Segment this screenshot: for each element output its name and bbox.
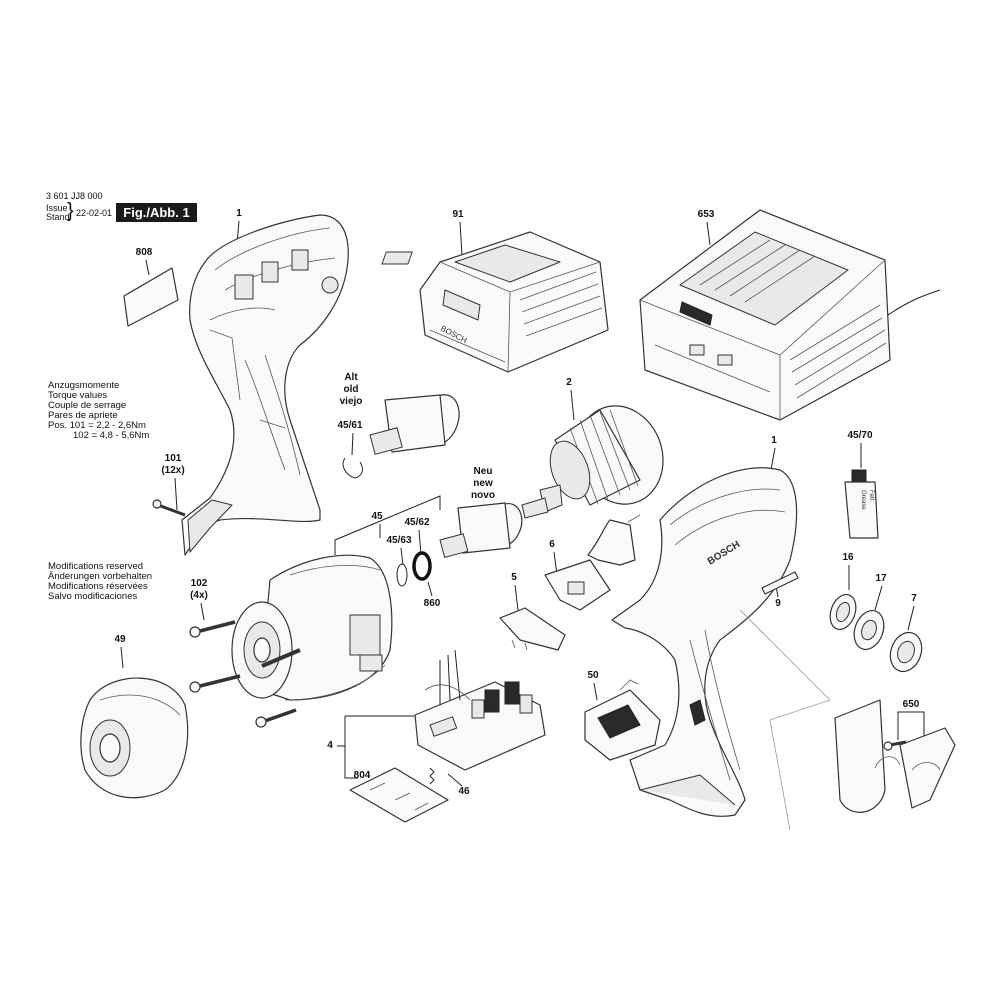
torque-title-fr: Couple de serrage [48, 400, 127, 411]
part-number: 3 601 JJ8 000 [46, 191, 103, 201]
battery-pack-icon: BOSCH [381, 231, 609, 373]
note-old-3: viejo [339, 396, 363, 407]
label-45-62: 45/62 [404, 517, 430, 528]
grease-text-1: Grease [860, 490, 866, 510]
circlip-icon [396, 563, 408, 587]
note-old-2: old [343, 384, 359, 395]
label-45-61: 45/61 [337, 420, 363, 431]
gearbox-housing-icon [231, 554, 393, 701]
label-101-qty: (12x) [161, 465, 185, 476]
label-5: 5 [511, 572, 517, 583]
label-45: 45 [371, 511, 383, 522]
label-sticker-808-icon [123, 267, 179, 327]
label-16: 16 [842, 552, 854, 563]
anvil-new-icon [439, 502, 523, 558]
modifications-de: Änderungen vorbehalten [48, 571, 153, 582]
issue-brace: } [67, 200, 74, 222]
torque-line-2: 102 = 4,8 - 5,6Nm [73, 430, 150, 441]
stand-label: Stand [46, 212, 70, 222]
battery-charger-icon [639, 209, 941, 421]
label-808: 808 [135, 247, 153, 258]
note-new-3: novo [471, 490, 495, 501]
grease-tube-icon: Grease Fett [844, 469, 879, 539]
label-49: 49 [114, 634, 126, 645]
leader-lines [120, 220, 925, 787]
guide-lines [739, 609, 831, 831]
label-17: 17 [875, 573, 887, 584]
label-1-top: 1 [236, 208, 242, 219]
label-6: 6 [549, 539, 555, 550]
label-101: 101 [164, 453, 182, 464]
label-860: 860 [423, 598, 441, 609]
label-804: 804 [353, 770, 371, 781]
label-2: 2 [566, 377, 572, 388]
label-50: 50 [587, 670, 599, 681]
label-102-qty: (4x) [190, 590, 208, 601]
belt-clip-icon [834, 699, 956, 813]
anvil-old-icon [342, 394, 460, 479]
mounting-plate-icon [349, 767, 449, 823]
note-old-1: Alt [344, 372, 358, 383]
note-new-2: new [473, 478, 493, 489]
label-102: 102 [190, 578, 208, 589]
label-4: 4 [327, 740, 333, 751]
torque-line-1: Pos. 101 = 2,2 - 2,6Nm [48, 420, 146, 431]
screw-icon [189, 620, 297, 728]
grease-text-2: Fett [868, 490, 874, 501]
spring-icon [429, 767, 435, 785]
label-7: 7 [911, 593, 917, 604]
modifications-es: Salvo modificaciones [48, 591, 138, 602]
circuit-board-icon [414, 649, 546, 771]
torque-title-en: Torque values [48, 390, 108, 401]
front-cover-icon [80, 677, 189, 799]
issue-date: 22-02-01 [76, 208, 113, 218]
o-ring-icon [412, 551, 432, 581]
collar-ring-icon [889, 631, 923, 673]
label-strip-icon [761, 571, 799, 595]
note-new-1: Neu [473, 466, 493, 477]
electronics-module-icon [584, 679, 661, 761]
torque-title-es: Pares de apriete [48, 410, 118, 421]
switch-button-icon [499, 607, 566, 651]
torque-title-de: Anzugsmomente [48, 380, 120, 391]
nut-ring-icon [853, 610, 885, 650]
label-91: 91 [452, 209, 464, 220]
label-46: 46 [458, 786, 470, 797]
switch-module-icon [544, 514, 641, 611]
motor-icon [521, 405, 664, 519]
screw-icon [152, 499, 186, 517]
label-650: 650 [902, 699, 920, 710]
retaining-ring-icon [829, 593, 857, 631]
modifications-en: Modifications reserved [48, 561, 144, 572]
label-45-63: 45/63 [386, 535, 412, 546]
label-45-70: 45/70 [847, 430, 873, 441]
drill-housing-right-icon: BOSCH [611, 467, 798, 817]
modifications-fr: Modifications réservées [48, 581, 148, 592]
figure-label: Fig./Abb. 1 [116, 203, 197, 222]
label-9: 9 [775, 598, 781, 609]
label-1-right: 1 [771, 435, 777, 446]
issue-label: Issue [46, 203, 68, 213]
drill-housing-shell-icon [181, 214, 349, 556]
label-653: 653 [697, 209, 715, 220]
